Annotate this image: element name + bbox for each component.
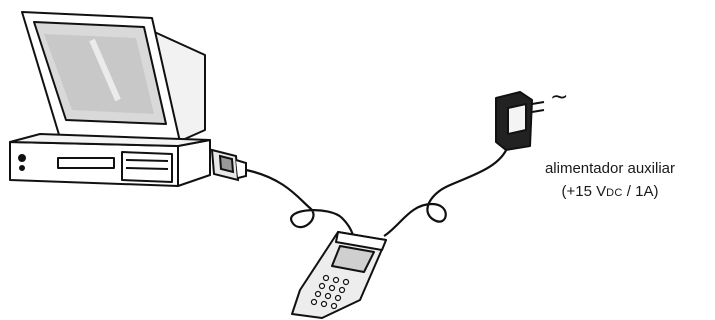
computer-desktop-unit xyxy=(10,134,210,186)
power-supply-spec: (+15 VDC / 1A) xyxy=(520,183,700,200)
serial-connector-icon xyxy=(212,150,246,180)
spec-unit: DC xyxy=(606,187,623,199)
ac-symbol: ~ xyxy=(550,85,568,110)
spec-suffix: / 1A) xyxy=(623,183,659,200)
handheld-terminal xyxy=(292,232,386,318)
power-cable xyxy=(384,146,508,236)
power-supply-label-text: alimentador auxiliar xyxy=(545,160,675,177)
power-adapter-icon xyxy=(496,92,544,150)
power-supply-label: alimentador auxiliar xyxy=(520,160,700,177)
spec-prefix: (+15 V xyxy=(562,183,607,200)
data-cable xyxy=(246,170,354,238)
computer-monitor xyxy=(22,12,205,152)
